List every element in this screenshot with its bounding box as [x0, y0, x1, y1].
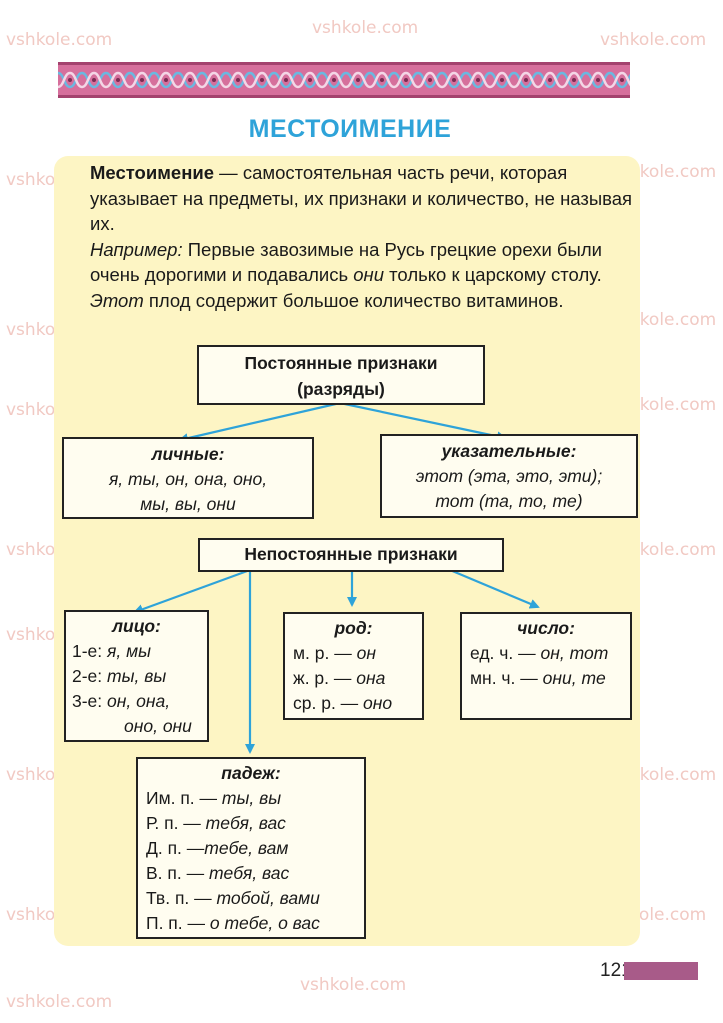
gender-box: род: м. р. — он ж. р. — она ср. р. — оно	[283, 612, 424, 720]
constant-title: Постоянные признаки	[244, 353, 438, 373]
number-row: мн. ч. — они, те	[470, 668, 606, 688]
watermark: vshkole.com	[600, 30, 707, 50]
arrow-to-personal	[178, 401, 341, 444]
number-box: число: ед. ч. — он, тот мн. ч. — они, те	[460, 612, 632, 720]
example-text: плод содержит большое количество витамин…	[143, 289, 564, 311]
example-paragraph: Например: Первые завозимые на Русь грецк…	[90, 237, 635, 314]
constant-features-box: Постоянные признаки (разряды)	[197, 345, 485, 405]
example-label: Например:	[90, 238, 183, 260]
variable-title: Непостоянные признаки	[244, 544, 458, 564]
ornament-pattern	[58, 65, 630, 95]
intro-text: Местоимение — самостоятельная часть речи…	[90, 160, 635, 313]
personal-line: я, ты, он, она, оно,	[108, 469, 268, 489]
constant-subtitle: (разряды)	[297, 379, 385, 399]
person-box: лицо: 1-е: я, мы 2-е: ты, вы 3-е: он, он…	[64, 610, 209, 742]
number-head: число:	[517, 618, 575, 638]
watermark: vshkole.com	[6, 30, 113, 50]
watermark: vshkole.com	[6, 992, 113, 1012]
term: Местоимение	[90, 162, 215, 183]
page-title: МЕСТОИМЕНИЕ	[248, 115, 452, 143]
case-row: Тв. п. — тобой, вами	[146, 888, 320, 908]
gender-head: род:	[334, 618, 373, 638]
number-row: ед. ч. — он, тот	[470, 643, 609, 663]
case-head: падеж:	[221, 763, 281, 783]
person-row: оно, они	[124, 716, 192, 736]
case-row: В. п. — тебя, вас	[146, 863, 290, 883]
demonstrative-head: указательные:	[441, 441, 577, 461]
watermark: vshkole.com	[300, 975, 407, 995]
case-row: Р. п. — тебя, вас	[146, 813, 286, 833]
person-row: 2-е: ты, вы	[72, 666, 167, 686]
person-row: 1-е: я, мы	[72, 641, 151, 661]
case-box: падеж: Им. п. — ты, вы Р. п. — тебя, вас…	[136, 757, 366, 939]
example-pronoun: Этот	[90, 289, 144, 311]
demonstrative-line: этот (эта, это, эти);	[415, 466, 603, 486]
person-head: лицо:	[112, 616, 161, 636]
example-text: Первые завозимые на Русь грецкие орехи б…	[90, 238, 602, 286]
page-tab	[624, 962, 698, 980]
gender-row: м. р. — он	[293, 643, 376, 663]
demonstrative-line: тот (та, то, те)	[435, 491, 583, 511]
example-text: только к царскому столу.	[384, 264, 602, 285]
personal-box: личные: я, ты, он, она, оно, мы, вы, они	[62, 437, 314, 519]
case-row: Д. п. —тебе, вам	[146, 838, 289, 858]
person-row: 3-е: он, она,	[72, 691, 171, 711]
definition-paragraph: Местоимение — самостоятельная часть речи…	[90, 160, 635, 237]
ornament-band	[58, 62, 630, 98]
personal-head: личные:	[151, 444, 225, 464]
gender-row: ж. р. — она	[293, 668, 386, 688]
variable-features-box: Непостоянные признаки	[198, 538, 504, 572]
arrow-to-demonstrative	[339, 401, 507, 442]
example-pronoun: они	[353, 264, 385, 285]
gender-row: ср. р. — оно	[293, 693, 393, 713]
demonstrative-box: указательные: этот (эта, это, эти); тот …	[380, 434, 638, 518]
watermark: vshkole.com	[312, 18, 419, 38]
personal-line: мы, вы, они	[140, 494, 236, 514]
arrow-to-number	[449, 568, 540, 609]
case-row: П. п. — о тебе, о вас	[146, 913, 320, 933]
case-row: Им. п. — ты, вы	[146, 788, 282, 808]
arrow-to-person	[133, 568, 251, 614]
page-number: 121	[600, 960, 632, 981]
definition: — самостоятельная часть речи, которая ук…	[90, 162, 633, 234]
